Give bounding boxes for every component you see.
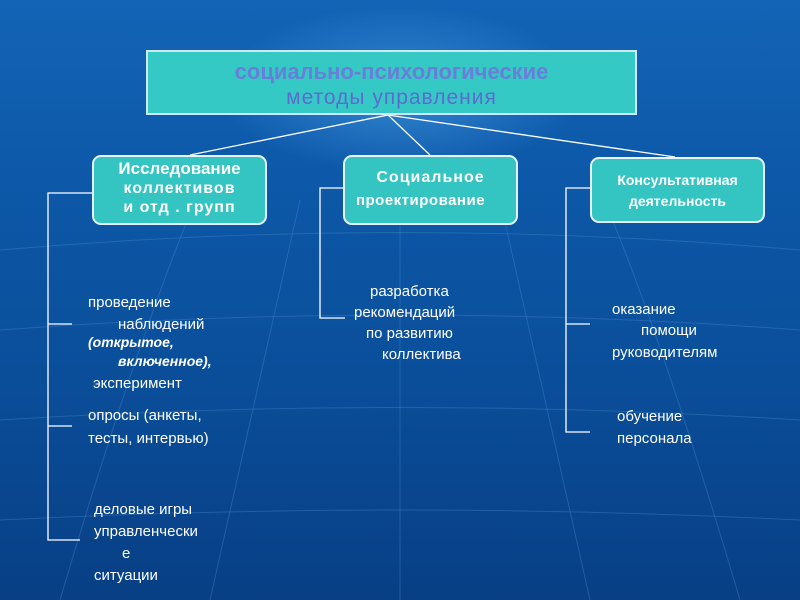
category-consulting-line-1: Консультативная [617,172,738,188]
item-assistance-line-3: руководителям [612,344,718,361]
item-games-line-4: ситуации [94,567,158,584]
item-observation-line-1: проведение [88,294,171,311]
category-research-line-3: и отд . групп [123,199,236,216]
category-research-line-2: коллективов [123,180,236,197]
item-games-line-2: управленчески [94,523,198,540]
item-recommendations-line-2: рекомендаций [354,304,456,321]
category-design-line-1: Социальное [376,169,485,186]
category-design-line-2: проектирование [355,192,486,209]
title-line-2: методы управления [286,86,497,109]
connector-title-to-research [189,114,389,156]
item-observation-line-2: наблюдений [118,316,205,333]
bracket-research [47,192,92,541]
item-observation-line-5: эксперимент [93,375,182,392]
item-recommendations-line-4: коллектива [382,346,461,363]
item-observation-line-4: включенное), [118,353,212,369]
category-consulting-box: Консультативная деятельность [590,157,765,223]
category-consulting-line-2: деятельность [628,193,727,209]
item-observation-line-3: (открытое, [88,334,174,350]
item-surveys-line-1: опросы (анкеты, [88,407,202,424]
item-games-line-1: деловые игры [94,501,193,518]
item-training-line-1: обучение [617,408,683,425]
title-box: социально-психологические методы управле… [146,50,637,115]
item-recommendations-line-3: по развитию [366,325,453,342]
category-research-box: Исследование коллективов и отд . групп [92,155,267,225]
category-research-line-1: Исследование [118,159,241,178]
item-surveys-line-2: тесты, интервью) [88,430,209,447]
connector-title-to-consulting [387,114,676,158]
item-assistance-line-1: оказание [612,301,676,318]
item-assistance-line-2: помощи [641,322,697,339]
bracket-consulting [565,187,590,433]
connector-title-to-design [387,114,431,156]
item-games-line-3: е [122,545,131,562]
item-recommendations-line-1: разработка [370,283,449,300]
item-training-line-2: персонала [617,430,692,447]
category-design-box: Социальное проектирование [343,155,518,225]
title-line-1: социально-психологические [234,59,549,84]
